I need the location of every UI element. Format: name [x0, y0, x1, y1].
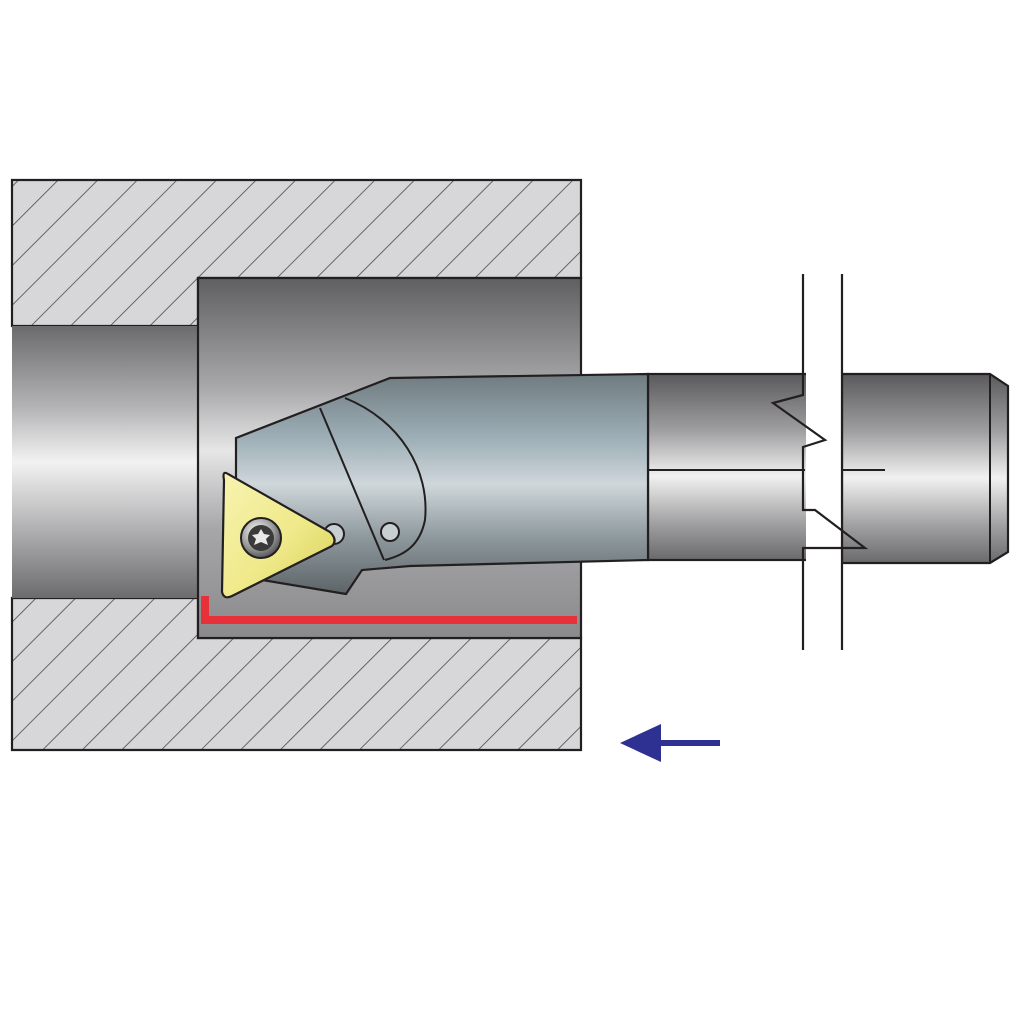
hole-icon: [380, 522, 400, 542]
cutting-insert: [220, 471, 336, 599]
tool-holder-head: [234, 372, 650, 596]
clamp-edge-line: [319, 407, 385, 561]
feed-direction-arrow-icon: [620, 724, 720, 762]
workpiece: [10, 178, 583, 752]
torx-icon: [252, 529, 270, 545]
break-lines: [770, 270, 869, 650]
shank-section-far: [840, 372, 1010, 565]
shank-section-near: [646, 372, 810, 562]
clamp-arc-line: [344, 397, 427, 561]
through-bore: [12, 326, 198, 598]
break-line-left: [770, 274, 869, 650]
machined-profile-line: [201, 596, 577, 624]
